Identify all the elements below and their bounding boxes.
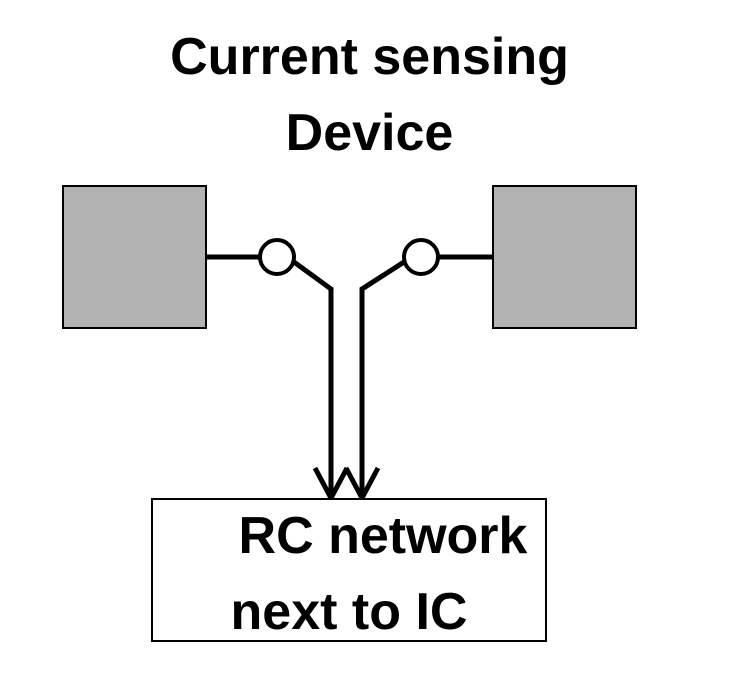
rc-box-line1: RC network	[238, 507, 528, 565]
title-line1: Current sensing	[170, 28, 569, 86]
rc-box-line2: next to IC	[230, 583, 468, 641]
right-probe-node	[402, 238, 440, 276]
right-sense-wire	[359, 259, 406, 498]
right-pad	[492, 185, 637, 329]
left-sense-wire	[292, 259, 334, 498]
rc-network-box: RC network next to IC	[151, 498, 547, 642]
title-line2: Device	[285, 104, 454, 162]
left-pad	[62, 185, 207, 329]
left-probe-node	[258, 238, 296, 276]
